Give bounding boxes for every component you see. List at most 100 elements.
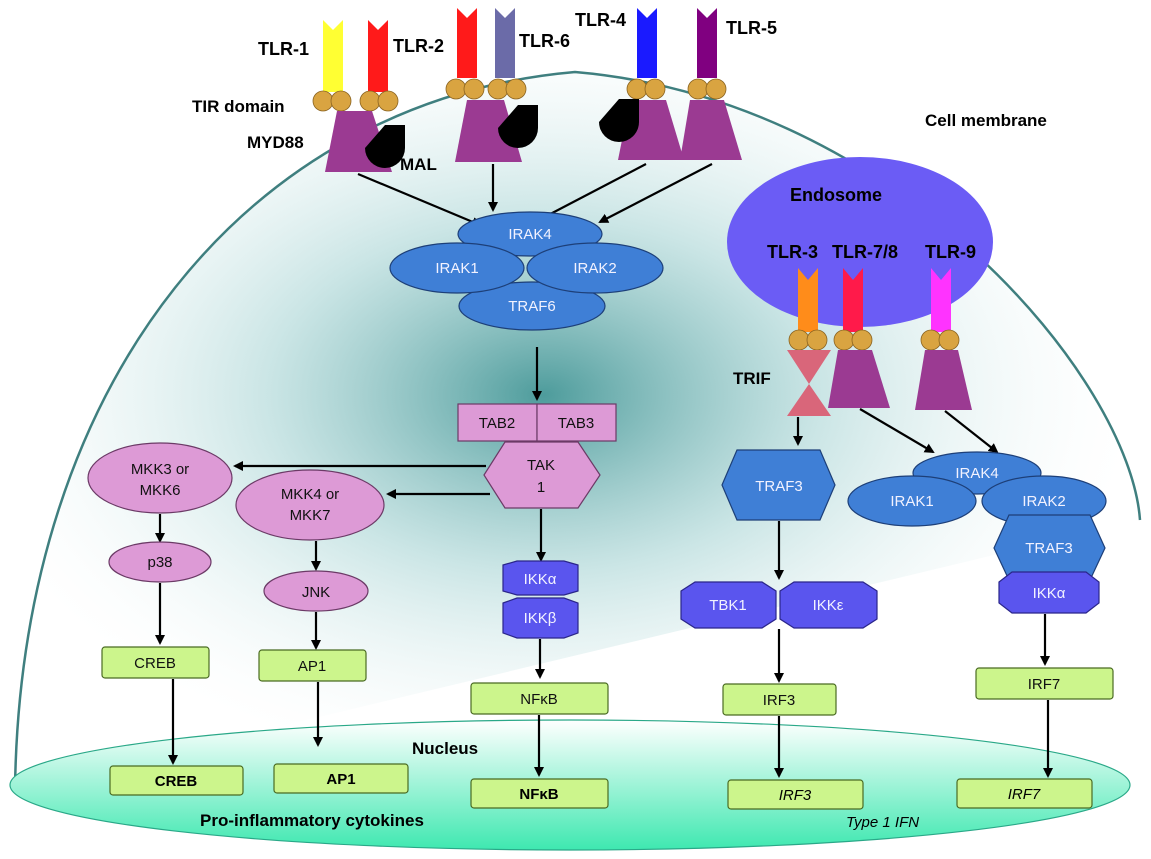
- trif-adapter: [787, 350, 831, 416]
- nucleus-label: Nucleus: [412, 739, 478, 758]
- traf6-node: [458, 281, 606, 331]
- nfkb-cyto: [470, 682, 609, 715]
- irak1-right-node: [847, 475, 977, 527]
- tlr6-receptor: [495, 8, 515, 78]
- ikke-node: [779, 581, 878, 629]
- tbk1-text: TBK1: [709, 597, 747, 614]
- tlr78-receptor: [843, 268, 863, 332]
- creb-nuc: [109, 765, 244, 796]
- tlr3-receptor: [798, 268, 818, 332]
- ikkb-text: IKKβ: [524, 610, 557, 627]
- myd88-adapter-2: [455, 100, 522, 162]
- mal-adapter: [365, 125, 405, 168]
- tab3-box: [536, 403, 617, 442]
- tak1-text-1: TAK: [527, 457, 555, 474]
- tlr2-receptor: [368, 20, 388, 92]
- irak-complex-right: IRAK4 IRAK1 IRAK2 TRAF3 IKKα: [847, 451, 1107, 614]
- irak4-right-text: IRAK4: [955, 465, 998, 482]
- irak1-node: [389, 242, 525, 294]
- irf3-cyto: [722, 683, 837, 716]
- tak1-node: [483, 441, 601, 509]
- endosome: [727, 157, 993, 327]
- irf7-nuc: [956, 778, 1093, 809]
- ap1-cyto-text: AP1: [298, 658, 326, 675]
- mkk36-text-1: MKK3 or: [131, 461, 189, 478]
- ikke-text: IKKε: [813, 597, 844, 614]
- tlr4-label: TLR-4: [575, 10, 626, 30]
- ikka-right-node: [998, 571, 1100, 614]
- myd88-adapter-5: [828, 350, 890, 408]
- irak2-node: [526, 242, 664, 294]
- trif-label: TRIF: [733, 369, 771, 388]
- p38-text: p38: [147, 554, 172, 571]
- jnk-text: JNK: [302, 584, 330, 601]
- irf3-nuc: [727, 779, 864, 810]
- mal-adapter-2: [498, 105, 538, 148]
- mkk36-text-2: MKK6: [140, 482, 181, 499]
- ap1-cyto: [258, 649, 367, 682]
- endosome-label: Endosome: [790, 185, 882, 205]
- irak2-text: IRAK2: [573, 260, 616, 277]
- traf3-text: TRAF3: [755, 478, 803, 495]
- type1-ifn-label: Type 1 IFN: [846, 814, 919, 831]
- traf3-right-text: TRAF3: [1025, 540, 1073, 557]
- jnk-node: [263, 570, 369, 612]
- irak1-text: IRAK1: [435, 260, 478, 277]
- tlr2b-receptor: [457, 8, 477, 78]
- nfkb-cyto-text: NFκB: [520, 691, 558, 708]
- nfkb-nuc: [470, 778, 609, 809]
- ikka-node: [502, 560, 579, 596]
- tir-domain-label: TIR domain: [192, 97, 285, 116]
- irf3-cyto-text: IRF3: [763, 692, 796, 709]
- tlr5-receptor: [697, 8, 717, 78]
- irf7-nuc-text: IRF7: [1008, 786, 1041, 803]
- mal-label: MAL: [400, 155, 437, 174]
- mkk47-text-1: MKK4 or: [281, 486, 339, 503]
- cell-membrane-label: Cell membrane: [925, 111, 1047, 130]
- mkk36-node: [87, 442, 233, 514]
- tlr78-label: TLR-7/8: [832, 242, 898, 262]
- tlr9-label: TLR-9: [925, 242, 976, 262]
- creb-cyto: [101, 646, 210, 679]
- tab2-text: TAB2: [479, 415, 515, 432]
- creb-cyto-text: CREB: [134, 655, 176, 672]
- mkk47-node: [235, 469, 385, 541]
- traf6-text: TRAF6: [508, 298, 556, 315]
- tlr6-label: TLR-6: [519, 31, 570, 51]
- myd88-adapter-6: [915, 350, 972, 410]
- ikkb-node: [502, 597, 579, 639]
- tab2-box: [457, 403, 538, 442]
- irf3-nuc-text: IRF3: [779, 787, 812, 804]
- ikka-right-text: IKKα: [1033, 585, 1066, 602]
- p38-node: [108, 541, 212, 583]
- irak2-right-text: IRAK2: [1022, 493, 1065, 510]
- ap1-nuc: [273, 763, 409, 794]
- nfkb-nuc-text: NFκB: [519, 786, 558, 803]
- tab3-text: TAB3: [558, 415, 594, 432]
- irak1-right-text: IRAK1: [890, 493, 933, 510]
- irf7-cyto-text: IRF7: [1028, 676, 1061, 693]
- ikka-text: IKKα: [524, 571, 557, 588]
- ap1-nuc-text: AP1: [326, 771, 355, 788]
- irf7-cyto: [975, 667, 1114, 700]
- mkk47-text-2: MKK7: [290, 507, 331, 524]
- tlr1-receptor: [323, 20, 343, 92]
- myd88-adapter-4: [680, 100, 742, 160]
- mal-adapter-3: [599, 99, 639, 142]
- tlr9-receptor: [931, 268, 951, 332]
- myd88-label: MYD88: [247, 133, 304, 152]
- tlr1-label: TLR-1: [258, 39, 309, 59]
- tlr2-label: TLR-2: [393, 36, 444, 56]
- traf3-node: [721, 449, 836, 521]
- tlr4-receptor: [637, 8, 657, 78]
- tak1-text-2: 1: [537, 479, 545, 496]
- creb-nuc-text: CREB: [155, 773, 198, 790]
- irak-complex-left: IRAK4 IRAK1 IRAK2 TRAF6: [389, 211, 664, 331]
- irak4-text: IRAK4: [508, 226, 551, 243]
- tbk1-node: [680, 581, 777, 629]
- pro-inflammatory-label: Pro-inflammatory cytokines: [200, 811, 424, 830]
- tlr5-label: TLR-5: [726, 18, 777, 38]
- tlr3-label: TLR-3: [767, 242, 818, 262]
